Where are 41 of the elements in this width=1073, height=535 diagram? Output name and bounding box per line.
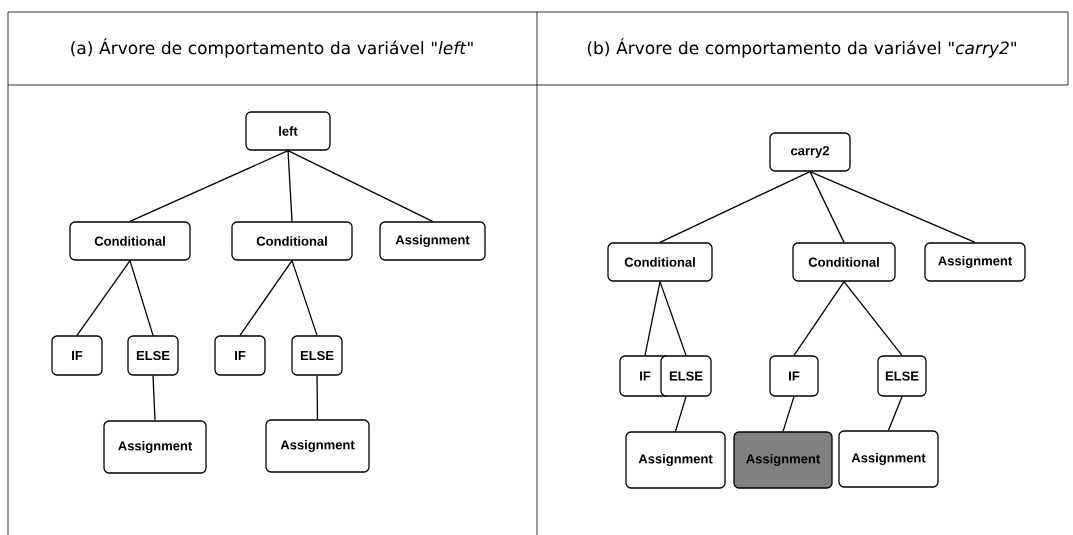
- tree-line: [674, 396, 687, 432]
- tree-line: [843, 281, 903, 356]
- tree-node-box: IF: [769, 355, 819, 397]
- tree-line: [809, 171, 976, 243]
- tree-node-box: Assignment: [924, 242, 1026, 282]
- tree-node-box: left: [245, 111, 331, 151]
- tree-node-box: Conditional: [792, 242, 896, 282]
- tree-node-box: Conditional: [607, 242, 713, 282]
- tree-node-box: ELSE: [291, 335, 343, 376]
- tree-line: [76, 260, 131, 336]
- tree-node-box: Assignment: [733, 431, 833, 489]
- tree-line: [782, 396, 795, 432]
- tree-node-box: Assignment: [103, 420, 207, 474]
- tree-node-box: IF: [214, 335, 266, 376]
- tree-node-box: Conditional: [231, 221, 353, 261]
- tree-line: [239, 260, 293, 336]
- tree-node-box: Conditional: [69, 221, 191, 261]
- tree-node-box: Assignment: [838, 430, 939, 488]
- tree-line: [287, 150, 434, 222]
- tree-node-box: ELSE: [877, 355, 927, 397]
- header-text: (b) Árvore de comportamento da variável "carry2": [587, 38, 1016, 58]
- tree-node-box: ELSE: [660, 355, 712, 397]
- tree-line: [793, 281, 845, 356]
- tree-line: [152, 375, 156, 421]
- tree-line: [644, 281, 661, 356]
- tree-line: [287, 150, 293, 222]
- tree-line: [291, 260, 318, 336]
- tree-node-box: ELSE: [127, 335, 179, 376]
- tree-node-box: Assignment: [625, 431, 726, 489]
- tree-line: [809, 171, 845, 243]
- tree-node-box: carry2: [769, 132, 851, 172]
- tree-line: [129, 260, 154, 336]
- header-text: (a) Árvore de comportamento da variável "left": [71, 38, 473, 58]
- tree-node-box: IF: [51, 335, 103, 376]
- tree-node-box: Assignment: [265, 419, 370, 473]
- tree-line: [659, 171, 811, 243]
- tree-line: [316, 375, 319, 420]
- tree-line: [659, 281, 687, 356]
- tree-line: [887, 396, 903, 431]
- tree-node-box: Assignment: [379, 221, 486, 261]
- tree-line: [129, 150, 289, 222]
